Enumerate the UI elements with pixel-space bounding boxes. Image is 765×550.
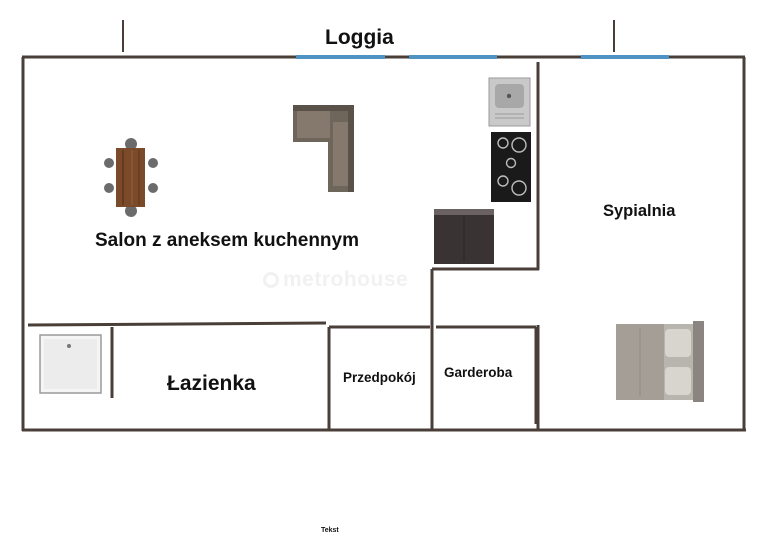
watermark-logo-icon xyxy=(263,272,279,288)
corner-sofa-icon xyxy=(293,105,354,192)
room-label-garderoba: Garderoba xyxy=(444,365,513,380)
dining-table-icon xyxy=(104,138,158,217)
room-label-salon: Salon z aneksem kuchennym xyxy=(95,230,359,251)
room-label-sypialnia: Sypialnia xyxy=(603,202,676,220)
room-label-przedpokoj: Przedpokój xyxy=(343,370,416,385)
footer-text: Tekst xyxy=(321,527,339,534)
cooktop-icon xyxy=(491,132,531,202)
fridge-icon xyxy=(434,209,494,264)
double-bed-icon xyxy=(616,321,704,402)
sink-icon xyxy=(488,77,531,127)
interior-walls xyxy=(27,62,540,430)
shower-tray-icon xyxy=(39,334,102,394)
watermark: metrohouse xyxy=(263,268,408,292)
room-label-loggia: Loggia xyxy=(325,26,394,49)
room-label-lazienka: Łazienka xyxy=(167,372,256,395)
watermark-text: metrohouse xyxy=(283,268,409,291)
